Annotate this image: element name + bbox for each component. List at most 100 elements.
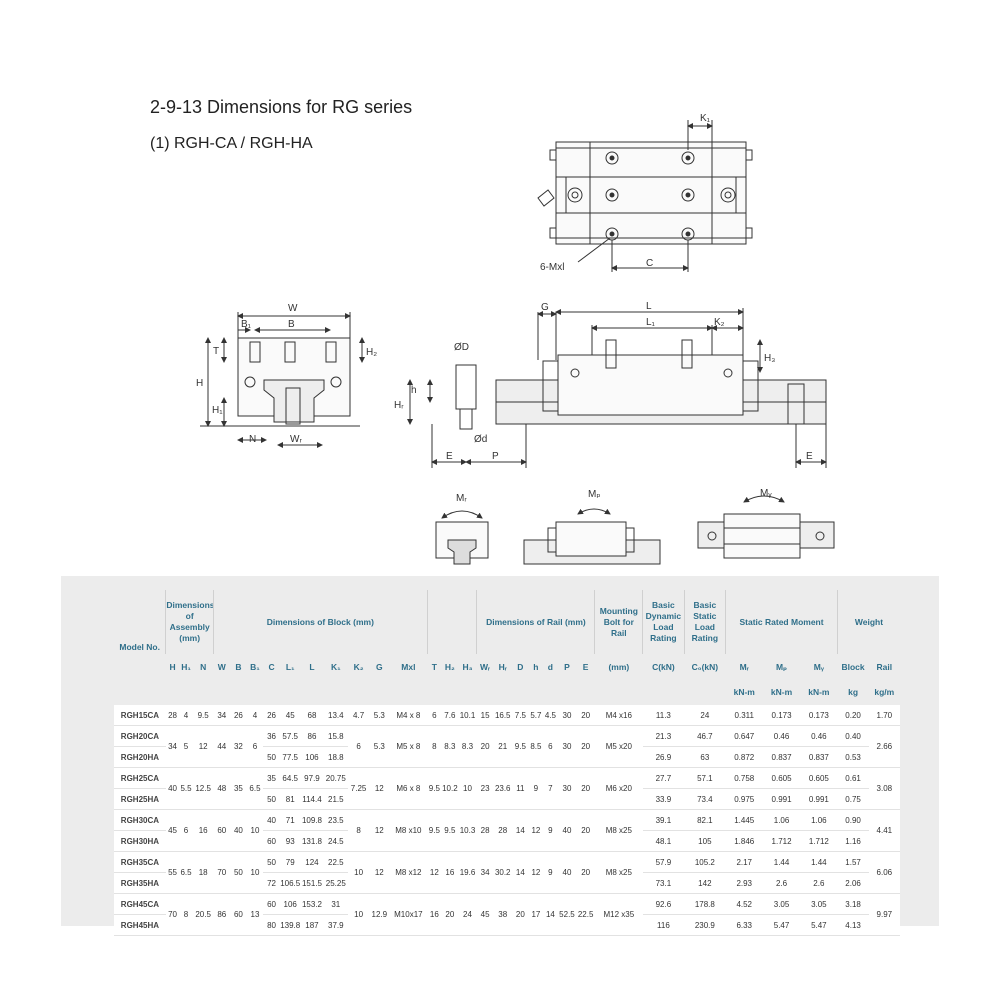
label-mxl: 6-Mxl xyxy=(540,262,564,273)
cell: 39.1 xyxy=(642,809,685,831)
col-group-static: Basic Static Load Rating xyxy=(683,590,726,654)
cell: 10 xyxy=(246,851,264,894)
cell-model: RGH35CA xyxy=(114,851,166,873)
table-row: RGH45CA 70 8 20.5 86 60 13 60 106 153.2 … xyxy=(114,893,900,936)
table-row: RGH35HA 72 106.5 151.5 25.25 73.1 142 2.… xyxy=(114,872,900,894)
cell: 0.605 xyxy=(762,767,801,789)
cell: 9 xyxy=(543,851,558,894)
cell: 1.712 xyxy=(762,830,801,852)
cell: 25.25 xyxy=(323,872,349,894)
cell: 6.33 xyxy=(725,914,763,936)
cell: 187 xyxy=(300,914,324,936)
label-p: P xyxy=(492,451,499,462)
cell: 0.647 xyxy=(725,725,763,747)
col-model: Model No. xyxy=(119,642,160,652)
cell: 7.25 xyxy=(348,767,369,810)
cell: M4 x16 xyxy=(594,705,643,726)
table-row: RGH20CA 34 5 12 44 32 6 36 57.5 86 15.8 … xyxy=(114,725,900,768)
col-b1: B₁ xyxy=(250,661,260,672)
cell: 20 xyxy=(441,893,459,936)
cell: 0.46 xyxy=(800,725,838,747)
cell: 12 xyxy=(368,809,390,852)
label-b: B xyxy=(288,319,295,330)
col-w: W xyxy=(217,661,226,672)
cell: 24 xyxy=(458,893,477,936)
table-row: RGH15CA 28 4 9.5 34 26 4 26 45 68 13.4 4… xyxy=(114,705,900,726)
cell: 79 xyxy=(279,851,301,873)
cell: 0.311 xyxy=(725,705,763,726)
cell: 37.9 xyxy=(323,914,349,936)
label-h3: H₃ xyxy=(764,353,775,364)
cell: 5.3 xyxy=(368,705,390,726)
cell: 23.5 xyxy=(323,809,349,831)
cell: 30 xyxy=(557,725,577,768)
cell: 20.5 xyxy=(192,893,214,936)
col-g: G xyxy=(376,661,383,672)
cell: 82.1 xyxy=(684,809,726,831)
label-t: T xyxy=(213,346,219,357)
cell: 114.4 xyxy=(300,788,324,810)
cell-model: RGH25HA xyxy=(114,788,166,810)
cell: 109.8 xyxy=(300,809,324,831)
cell: 12 xyxy=(528,809,544,852)
cell: 19.6 xyxy=(458,851,477,894)
cell: 24 xyxy=(684,705,726,726)
cell-model: RGH45HA xyxy=(114,914,166,936)
cell: 1.70 xyxy=(868,705,900,726)
cell: 9.5 xyxy=(427,809,442,852)
cell: 12 xyxy=(368,767,390,810)
cell: 22.5 xyxy=(576,893,595,936)
col-group-moment: Static Rated Moment xyxy=(725,590,838,654)
cell: 73.4 xyxy=(684,788,726,810)
cell: 10 xyxy=(348,893,369,936)
cell: 2.6 xyxy=(800,872,838,894)
cell: 0.991 xyxy=(800,788,838,810)
col-ckn: C(kN) xyxy=(652,661,675,672)
unit-mp: kN-m xyxy=(770,687,793,697)
label-k1: K₁ xyxy=(700,113,711,124)
cell: 50 xyxy=(263,851,280,873)
cell: 178.8 xyxy=(684,893,726,915)
cell: 55 xyxy=(165,851,180,894)
cell: 46.7 xyxy=(684,725,726,747)
cell: 9.5 xyxy=(441,809,459,852)
cell: 7.6 xyxy=(441,705,459,726)
cell: 31 xyxy=(323,893,349,915)
cell: 6 xyxy=(427,705,442,726)
col-hr: Hᵣ xyxy=(498,661,507,672)
cell: 33.9 xyxy=(642,788,685,810)
cell: 20 xyxy=(576,705,595,726)
cell: 16 xyxy=(427,893,442,936)
unit-my: kN-m xyxy=(808,687,830,697)
cell: 15.8 xyxy=(323,725,349,747)
cell: 34 xyxy=(165,725,180,768)
col-k1: K₁ xyxy=(330,661,341,672)
cell: 5.7 xyxy=(528,705,544,726)
cell-model: RGH30HA xyxy=(114,830,166,852)
col-e: E xyxy=(582,661,589,672)
label-e2: E xyxy=(806,451,813,462)
cell: 4.7 xyxy=(348,705,369,726)
label-wr: Wᵣ xyxy=(290,434,302,445)
cell: 86 xyxy=(300,725,324,747)
cell: 153.2 xyxy=(300,893,324,915)
cell: M12 x35 xyxy=(594,893,643,936)
moment-mr-drawing xyxy=(435,510,489,565)
technical-drawing: K₁ C 6-Mxl W B₁ B T H₂ H H₁ N Wᵣ G L L₁ … xyxy=(196,113,835,565)
col-h1: H₁ xyxy=(181,661,191,672)
cell: 6.5 xyxy=(179,851,193,894)
cell: M4 x 8 xyxy=(389,705,428,726)
unit-block: kg xyxy=(848,687,859,697)
cell: 68 xyxy=(300,705,324,726)
col-h-small: h xyxy=(533,661,539,672)
cell: 0.872 xyxy=(725,746,763,768)
cell: 6 xyxy=(246,725,264,768)
cell: 9 xyxy=(543,809,558,852)
col-rail: Rail xyxy=(876,661,893,672)
label-h2: H₂ xyxy=(366,347,377,358)
cell: 35 xyxy=(230,767,247,810)
cell: 45 xyxy=(476,893,494,936)
col-b: B xyxy=(235,661,242,672)
cell-model: RGH35HA xyxy=(114,872,166,894)
cell: 2.17 xyxy=(725,851,763,873)
